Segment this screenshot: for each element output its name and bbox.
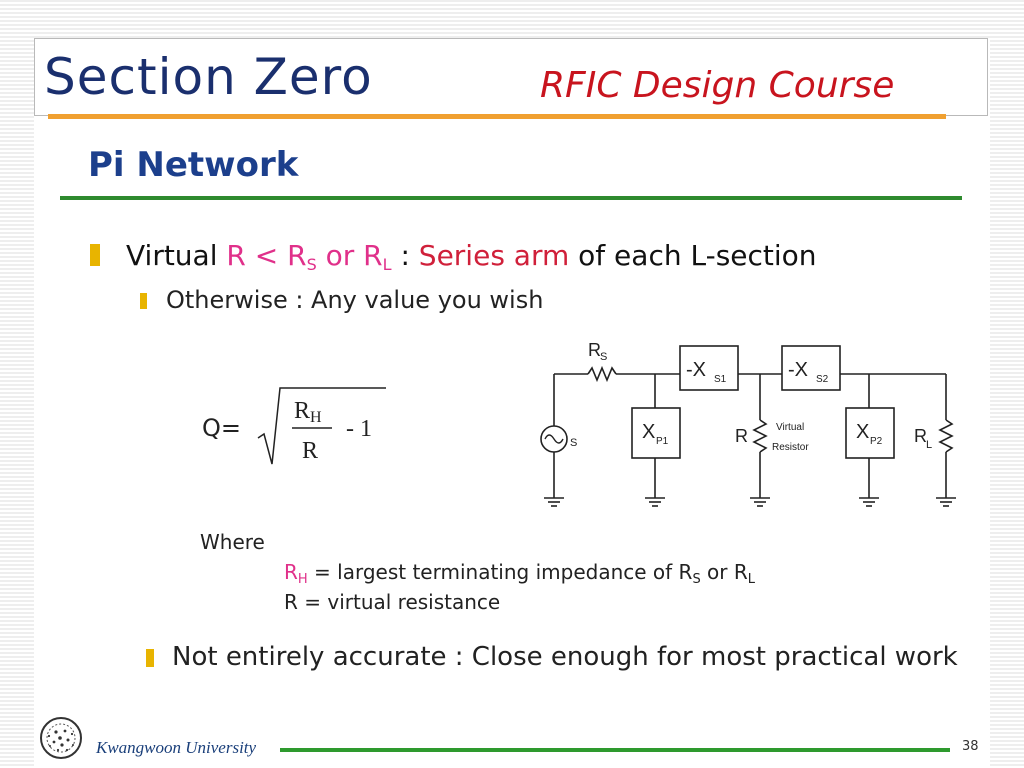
xs1-box <box>679 345 739 391</box>
bullet-marker-3 <box>146 649 154 667</box>
bullet-marker-1 <box>90 244 100 266</box>
formula-denominator: R <box>302 438 318 464</box>
xs1-label: -X <box>686 359 706 381</box>
pi-network-circuit: R S S -X S1 -X S2 X P1 X P2 R Virtual Re… <box>540 340 956 507</box>
source-symbol <box>540 425 568 453</box>
impedance-boxes <box>631 345 895 459</box>
virtual-label-line2: Resistor <box>772 442 809 453</box>
xs2-label: -X <box>788 359 808 381</box>
definition-r: R = virtual resistance <box>284 590 501 614</box>
bullet-text-3: Not entirely accurate : Close enough for… <box>172 642 958 672</box>
ground-symbols <box>544 497 956 507</box>
bullet-marker-2 <box>140 293 147 309</box>
sub-bullet-text: Otherwise : Any value you wish <box>166 286 544 314</box>
header-rule <box>48 114 946 119</box>
formula-minus-one: - 1 <box>346 416 372 442</box>
title-rule <box>60 196 962 200</box>
virtual-label-line1: Virtual <box>776 422 804 433</box>
course-title: RFIC Design Course <box>540 65 895 106</box>
xs2-sub: S2 <box>816 374 829 385</box>
rs-sub: S <box>600 351 607 363</box>
xs1-sub: S1 <box>714 374 727 385</box>
xp2-label: X <box>856 421 869 443</box>
rl-sub: L <box>926 439 932 451</box>
xp1-box <box>631 407 681 459</box>
sqrt-sign <box>257 387 386 465</box>
xp2-sub: P2 <box>870 436 883 447</box>
circuit-wires <box>553 365 954 498</box>
xp2-box <box>845 407 895 459</box>
footer-rule <box>280 748 950 752</box>
xp1-label: X <box>642 421 655 443</box>
slide-background <box>34 38 990 768</box>
rl-label: R <box>914 426 927 446</box>
formula-numerator: R <box>294 398 310 424</box>
section-title: Section Zero <box>44 48 373 106</box>
header-box <box>34 38 988 116</box>
xp1-sub: P1 <box>656 436 669 447</box>
rs-label: R <box>588 340 601 360</box>
source-label: S <box>570 437 577 449</box>
bullet-text-1: Virtual R < RS or RL : Series arm of eac… <box>126 239 817 275</box>
xs2-box <box>781 345 841 391</box>
page-number: 38 <box>962 739 979 754</box>
slide-title: Pi Network <box>88 145 299 185</box>
definition-rh: RH = largest terminating impedance of RS… <box>284 560 756 587</box>
formula-numerator-sub: H <box>310 409 322 426</box>
formula-lhs: Q= <box>202 414 241 442</box>
university-name: Kwangwoon University <box>96 738 257 757</box>
university-seal-icon <box>40 717 82 759</box>
virtual-r-label: R <box>735 426 748 446</box>
where-label: Where <box>200 530 265 554</box>
q-formula: Q= R H R - 1 <box>202 387 386 465</box>
